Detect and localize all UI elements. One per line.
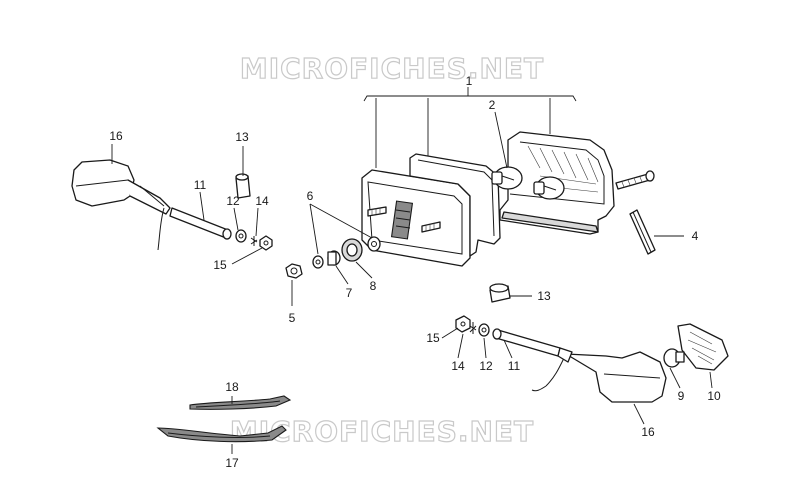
lens-gasket [409, 153, 501, 257]
right-indicator [531, 351, 667, 403]
right-mount-hardware [455, 283, 511, 337]
right-indicator-stalk [492, 328, 573, 363]
callout-16-right: 16 [641, 425, 655, 439]
callout-11-right: 11 [508, 359, 521, 373]
callout-14-left: 14 [255, 194, 269, 208]
tail-bulbs [491, 166, 565, 200]
callout-15-right: 15 [426, 331, 440, 345]
left-mount-hardware [235, 173, 273, 251]
housing-screw [615, 170, 655, 190]
watermark-bottom: MICROFICHES.NET [230, 415, 534, 448]
right-indicator-lens [663, 323, 729, 371]
tail-light-lens [361, 169, 471, 267]
callout-13-left: 13 [235, 130, 249, 144]
left-indicator [71, 159, 171, 251]
reflector-strip [629, 209, 656, 255]
watermark-top: MICROFICHES.NET [240, 52, 544, 85]
callout-5: 5 [289, 311, 296, 325]
callout-4: 4 [692, 229, 699, 243]
callout-7: 7 [346, 286, 353, 300]
callout-8: 8 [370, 279, 377, 293]
callout-18: 18 [225, 380, 239, 394]
callout-12-right: 12 [479, 359, 493, 373]
callout-17: 17 [225, 456, 239, 470]
callout-labels: 1 2 4 5 6 7 8 9 10 11 11 12 12 13 13 14 … [109, 74, 721, 470]
callout-12-left: 12 [226, 194, 240, 208]
callout-9: 9 [678, 389, 685, 403]
callout-16-left: 16 [109, 129, 123, 143]
side-reflector-strip-18 [189, 395, 292, 410]
left-indicator-stalk [169, 207, 232, 240]
lens-studs [367, 206, 441, 233]
callout-14-right: 14 [451, 359, 465, 373]
leader-lines [111, 111, 713, 454]
callout-15-left: 15 [213, 258, 227, 272]
callout-10: 10 [707, 389, 721, 403]
callout-2: 2 [489, 98, 496, 112]
callout-13-right: 13 [537, 289, 551, 303]
side-reflector-strip-17 [156, 425, 287, 443]
callout-1: 1 [466, 74, 473, 88]
assembly-bracket-1 [363, 87, 577, 168]
mount-hardware-center [285, 236, 381, 279]
callout-6: 6 [307, 189, 314, 203]
callout-11-left: 11 [194, 178, 207, 192]
